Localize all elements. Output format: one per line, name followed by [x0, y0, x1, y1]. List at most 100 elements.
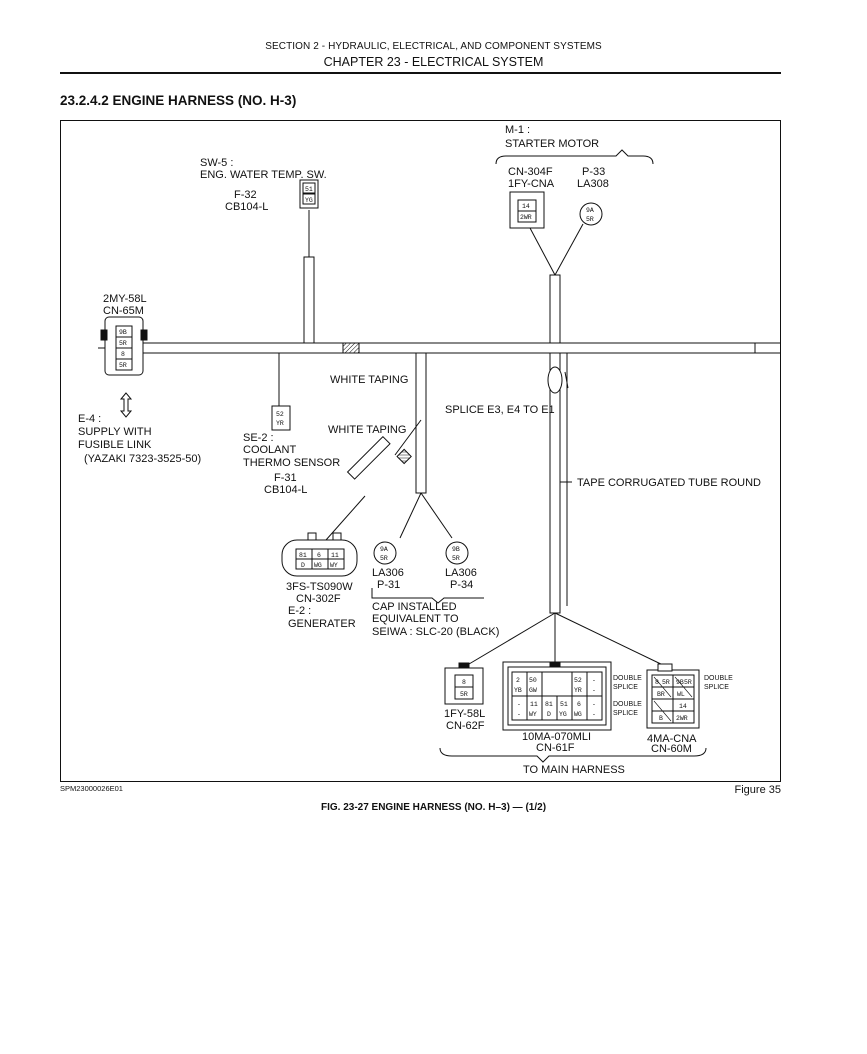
se2-pin-1: 52	[276, 411, 284, 418]
double-splice-3b-label: SPLICE	[704, 684, 729, 691]
cn61f-r4-c5: WG	[574, 711, 582, 718]
p33-part-label: P-33	[582, 166, 605, 178]
cn62f-part-label: CN-62F	[446, 720, 485, 732]
se2-line2-label: THERMO SENSOR	[243, 457, 340, 469]
tape-tube-label: TAPE CORRUGATED TUBE ROUND	[577, 477, 761, 489]
se2-id-label: SE-2 :	[243, 432, 274, 444]
cn60m-part-label: CN-60M	[651, 743, 692, 755]
double-splice-2b-label: SPLICE	[613, 710, 638, 717]
cn61f-pins: 2 50 52 - YB GW YR - - 11 81 51 6 - - WY…	[514, 677, 596, 718]
figure-caption: FIG. 23-27 ENGINE HARNESS (NO. H–3) — (1…	[320, 802, 547, 813]
cn65m-pin-1: 9B	[119, 329, 127, 336]
sw5-code-label: CB104-L	[225, 201, 268, 213]
figure-number: Figure 35	[734, 784, 781, 796]
cn65m-pin-4: 5R	[119, 362, 127, 369]
cn61f-r3-c5: 6	[577, 701, 581, 708]
double-splice-3-label: DOUBLE	[704, 675, 733, 682]
p31-pin-1: 9A	[380, 546, 388, 553]
cn61f-r3-c2: 11	[530, 701, 538, 708]
white-taping-label-2: WHITE TAPING	[328, 424, 406, 436]
cn60m-pin-2: 5R	[662, 679, 670, 686]
cn61f-r1-c1: 2	[516, 677, 520, 684]
p34-pin-2: 5R	[452, 555, 460, 562]
cap-line2-label: EQUIVALENT TO	[372, 613, 459, 625]
gen-pin-top-3: 11	[331, 552, 339, 559]
se2-connector	[271, 405, 291, 431]
cn65m-pin-2: 5R	[119, 340, 127, 347]
e4-line3-label: (YAZAKI 7323-3525-50)	[84, 453, 201, 465]
sw5-branch-bundle	[303, 256, 315, 344]
cn61f-part-label: CN-61F	[536, 742, 575, 754]
e2-name-label: GENERATER	[288, 618, 356, 630]
chapter-header: CHAPTER 23 - ELECTRICAL SYSTEM	[323, 55, 544, 69]
cn65m-part-label: CN-65M	[103, 305, 144, 317]
se2-pin-2: YR	[276, 420, 284, 427]
gen-code-label: 3FS-TS090W	[286, 581, 353, 593]
header-rule	[60, 72, 781, 74]
engine-harness-diagram: 9B 5R 8 5R 51 YG 52 YR 14 2WR 9A 5R 81 6…	[60, 120, 781, 782]
cn61f-r3-c3: 81	[545, 701, 553, 708]
p33-pin-2: 5R	[586, 216, 594, 223]
e4-id-label: E-4 :	[78, 413, 101, 425]
diagram-frame	[60, 120, 781, 782]
p31-pin-2: 5R	[380, 555, 388, 562]
cn60m-pin-5: BR	[657, 691, 665, 698]
cn62f-connector	[444, 662, 484, 705]
p34-code-label: LA306	[445, 567, 477, 579]
p33-code-label: LA308	[577, 178, 609, 190]
white-taping-hatch-2	[396, 448, 412, 465]
gen-pin-bot-3: WY	[330, 562, 338, 569]
p34-terminal	[445, 541, 469, 565]
sw5-id-label: SW-5 :	[200, 157, 233, 169]
generator-connector	[281, 532, 358, 577]
cn304f-part-label: CN-304F	[508, 166, 553, 178]
cn65m-code-label: 2MY-58L	[103, 293, 147, 305]
cn65m-connector	[100, 316, 148, 376]
sw5-pin-1: 51	[305, 186, 313, 193]
cn61f-r3-c1: -	[517, 701, 521, 708]
gen-pin-bot-2: WG	[314, 562, 322, 569]
cn60m-code-label: 4MA-CNA	[647, 733, 697, 745]
cn61f-code-label: 10MA-070MLI	[522, 731, 591, 743]
cn304f-pin-1: 14	[522, 203, 530, 210]
gen-part-label: CN-302F	[296, 593, 341, 605]
double-splice-1b-label: SPLICE	[613, 684, 638, 691]
sw5-part-label: F-32	[234, 189, 257, 201]
double-splice-1-label: DOUBLE	[613, 675, 642, 682]
p34-pin-1: 9B	[452, 546, 460, 553]
section-header: SECTION 2 - HYDRAULIC, ELECTRICAL, AND C…	[265, 41, 602, 52]
cn60m-pin-9: 2WR	[676, 715, 688, 722]
gen-pin-bot-1: D	[301, 562, 305, 569]
cn61f-r2-c2: GW	[529, 687, 537, 694]
p33-pin-1: 9A	[586, 207, 594, 214]
cn60m-pin-3: 9B	[676, 679, 684, 686]
figure-id: SPM23000026E01	[60, 784, 123, 793]
se2-part-label: F-31	[274, 472, 297, 484]
cn60m-connector	[646, 663, 700, 729]
section-title: 23.2.4.2 ENGINE HARNESS (NO. H-3)	[60, 93, 297, 108]
e2-id-label: E-2 :	[288, 605, 311, 617]
white-taping-sleeve	[346, 435, 391, 480]
cn61f-r4-c3: D	[547, 711, 551, 718]
splice-label: SPLICE E3, E4 TO E1	[445, 404, 555, 416]
white-taping-hatch-1	[342, 342, 360, 354]
cn61f-r1-c2: 50	[529, 677, 537, 684]
cn304f-connector	[509, 191, 545, 229]
sw5-connector	[299, 179, 319, 209]
cn61f-connector	[502, 661, 612, 731]
e4-line1-label: SUPPLY WITH	[78, 426, 152, 438]
cn61f-r4-c1: -	[517, 711, 521, 718]
cn60m-pin-4: 5R	[684, 679, 692, 686]
cn304f-code-label: 1FY-CNA	[508, 178, 555, 190]
double-splice-2-label: DOUBLE	[613, 701, 642, 708]
cn61f-r4-c4: YG	[559, 711, 567, 718]
splice-oval	[547, 366, 563, 394]
cn61f-r2-c6: -	[592, 687, 596, 694]
cn61f-r4-c2: WY	[529, 711, 537, 718]
p33-terminal	[579, 202, 603, 226]
cn61f-r2-c5: YR	[574, 687, 582, 694]
e4-line2-label: FUSIBLE LINK	[78, 439, 152, 451]
p31-terminal	[373, 541, 397, 565]
white-taping-label-1: WHITE TAPING	[330, 374, 408, 386]
cn61f-r2-c1: YB	[514, 687, 522, 694]
